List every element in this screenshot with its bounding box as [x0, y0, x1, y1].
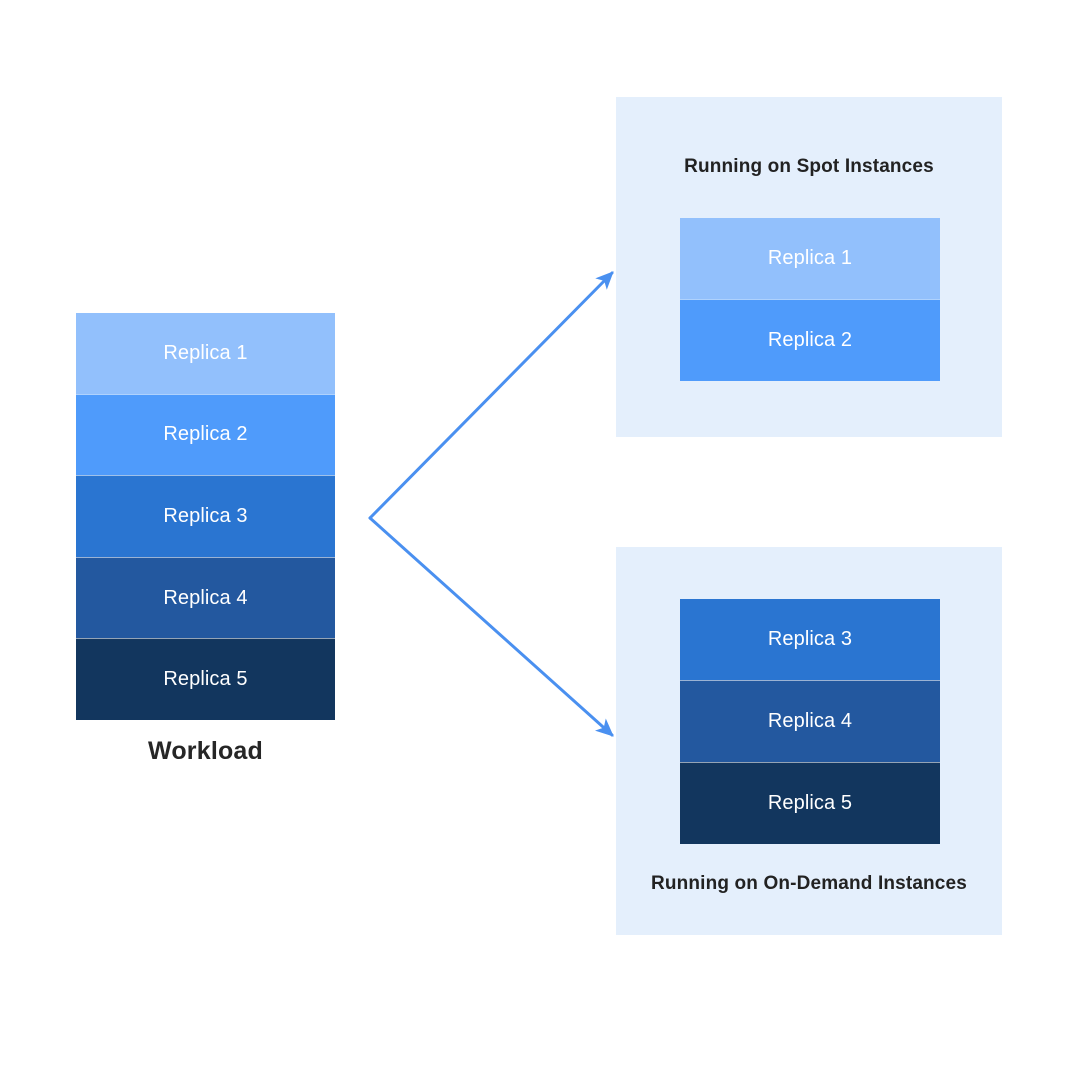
ondemand-instances-title: Running on On-Demand Instances [651, 873, 967, 894]
ondemand-replica-3[interactable]: Replica 3 [680, 599, 940, 680]
workload-replica-5[interactable]: Replica 5 [76, 638, 335, 720]
workload-replica-1[interactable]: Replica 1 [76, 313, 335, 394]
workload-title: Workload [147, 737, 264, 765]
replica-label: Replica 1 [767, 247, 853, 269]
replica-label: Replica 2 [767, 329, 853, 351]
ondemand-replica-5[interactable]: Replica 5 [680, 762, 940, 844]
spot-replica-stack: Replica 1 Replica 2 [680, 218, 940, 381]
ondemand-replica-stack: Replica 3 Replica 4 Replica 5 [680, 599, 940, 844]
spot-replica-2[interactable]: Replica 2 [680, 299, 940, 381]
replica-label: Replica 2 [163, 423, 248, 446]
arrow-to-spot-icon [368, 271, 614, 520]
workload-replica-2[interactable]: Replica 2 [76, 393, 335, 476]
replica-label: Replica 5 [767, 792, 853, 814]
workload-replica-stack: Replica 1 Replica 2 Replica 3 Replica 4 … [76, 313, 335, 720]
replica-label: Replica 4 [767, 710, 853, 732]
workload-group: Replica 1 Replica 2 Replica 3 Replica 4 … [76, 313, 335, 765]
replica-label: Replica 4 [163, 586, 248, 609]
spot-replica-1[interactable]: Replica 1 [680, 218, 940, 299]
replica-label: Replica 1 [163, 341, 248, 364]
replica-label: Replica 3 [163, 504, 248, 527]
spot-instances-title: Running on Spot Instances [684, 156, 934, 177]
arrow-to-ondemand-icon [368, 516, 614, 737]
replica-label: Replica 3 [767, 628, 853, 650]
ondemand-replica-4[interactable]: Replica 4 [680, 680, 940, 762]
workload-replica-3[interactable]: Replica 3 [76, 475, 335, 557]
replica-label: Replica 5 [163, 668, 248, 691]
workload-replica-4[interactable]: Replica 4 [76, 556, 335, 639]
